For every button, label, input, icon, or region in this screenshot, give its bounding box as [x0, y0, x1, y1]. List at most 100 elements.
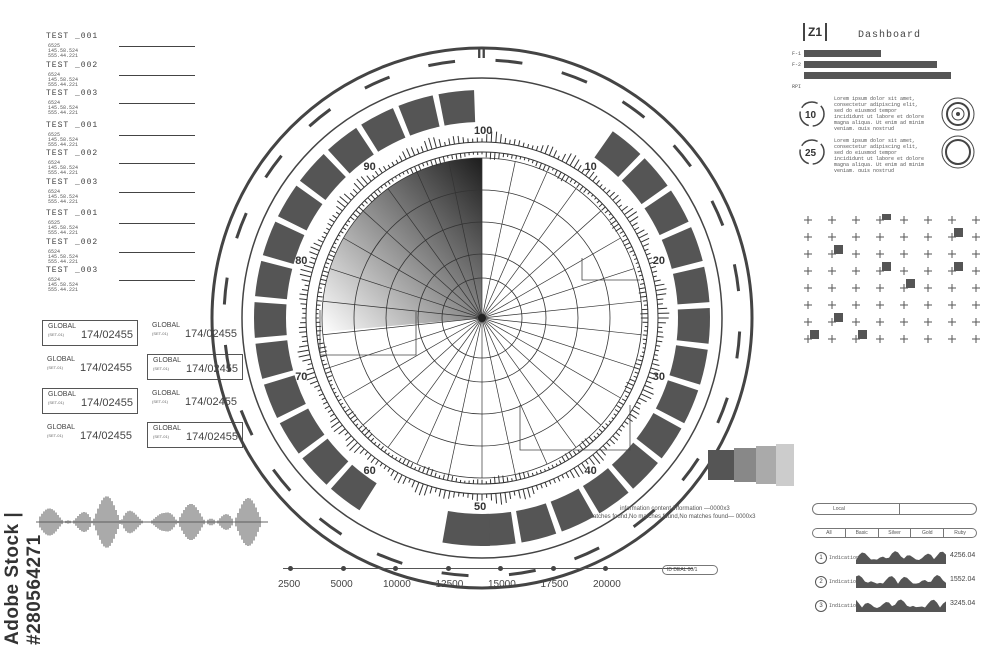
dial-2 [941, 135, 975, 169]
id-deal-label: ID DEAL 00/1 [667, 567, 698, 573]
global-sub: (SET-01) [47, 365, 64, 370]
radar-label: 90 [363, 161, 375, 173]
global-value: 174/02455 [186, 431, 238, 443]
test-number: 6524 [48, 160, 61, 166]
test-number: 6524 [48, 100, 61, 106]
test-number: 145.58.524 [48, 136, 79, 143]
test-number: 145.58.524 [48, 48, 79, 54]
metric-bar [804, 61, 937, 68]
test-label: TEST _003 [46, 266, 99, 275]
badge-10: 10 [805, 110, 817, 121]
global-box: GLOBAL (SET-01) 174/02455 [42, 354, 136, 378]
scale-tick-label: 2500 [278, 579, 301, 590]
global-name: GLOBAL [47, 424, 76, 431]
test-rule [119, 74, 195, 76]
info-text-2: matches found,No matches found,No matche… [588, 514, 756, 520]
test-number: 555.44.221 [48, 53, 79, 59]
test-number: 145.58.524 [48, 193, 79, 200]
global-value: 174/02455 [80, 430, 132, 442]
scale-tick-label: 12500 [435, 579, 464, 590]
global-value: 174/02455 [81, 329, 133, 341]
local-bar[interactable]: Local [812, 503, 977, 515]
global-sub: (SET-01) [48, 400, 65, 405]
test-number: 6525 [48, 131, 61, 138]
test-rule [119, 223, 195, 224]
test-number: 555.44.221 [48, 170, 79, 176]
scale-dot [550, 566, 556, 571]
global-value: 174/02455 [81, 397, 133, 409]
global-sub: (SET-01) [152, 399, 169, 404]
test-label: TEST _002 [46, 149, 99, 158]
id-deal-pill: ID DEAL 00/1 [662, 565, 718, 575]
global-box: GLOBAL(SET-01)174/02455 [42, 388, 138, 414]
global-sub: (SET-01) [153, 366, 170, 371]
lorem-text-2: Lorem ipsum dolor sit amet, consectetur … [834, 138, 924, 172]
test-label: TEST _001 [46, 120, 99, 130]
middle-ring [241, 77, 723, 559]
indication-sparkline [856, 575, 946, 588]
global-box: GLOBAL(SET-01)174/02455 [147, 354, 243, 380]
test-rule [119, 251, 195, 253]
tab-silver[interactable]: Silver [879, 529, 912, 537]
scale-dot [393, 566, 398, 571]
badge-25: 25 [805, 148, 817, 159]
scale-line [283, 568, 693, 569]
radar-label: 30 [653, 371, 665, 383]
outer-ring [210, 46, 754, 590]
bar-label: F-1 [792, 51, 802, 57]
scale-dot [603, 566, 608, 571]
indication-sparkline [856, 599, 946, 612]
dial-1 [941, 97, 975, 131]
global-name: GLOBAL [152, 322, 181, 329]
test-rule [119, 280, 195, 281]
zone-badge: Z1 [803, 23, 827, 41]
global-sub: (SET-01) [48, 332, 65, 337]
global-value: 174/02455 [80, 362, 132, 374]
indication-value: 3245.04 [950, 600, 976, 607]
info-text-1: information content information —0000x3 [620, 506, 730, 512]
local-label: Local [833, 506, 845, 512]
scale-dot [445, 566, 451, 571]
indication-circle: 3 [815, 600, 827, 612]
test-number: 6525 [48, 43, 61, 49]
test-number: 145.58.524 [48, 253, 79, 260]
indication-label: Indication [829, 579, 860, 585]
test-number: 145.58.524 [48, 105, 79, 111]
scale-dot [498, 566, 503, 571]
tab-all[interactable]: All [813, 529, 846, 537]
lorem-text-1: Lorem ipsum dolor sit amet, consectetur … [834, 96, 924, 130]
audio-waveform [36, 496, 268, 548]
test-rule [119, 191, 195, 193]
scale-tick-label: 5000 [330, 579, 353, 590]
test-number: 555.44.221 [48, 230, 79, 236]
tab-gold[interactable]: Gold [911, 529, 945, 537]
test-rule [119, 46, 195, 47]
scale-tick-label: 20000 [593, 579, 621, 590]
dashboard-title: Dashboard [858, 30, 922, 41]
metric-bar [804, 50, 881, 57]
indication-sparkline [856, 551, 946, 564]
indication-label: Indication [829, 603, 860, 609]
test-number: 145.58.524 [48, 225, 79, 231]
test-number: 6525 [48, 220, 61, 226]
global-name: GLOBAL [153, 425, 182, 432]
test-label: TEST _002 [46, 60, 99, 70]
radar-label: 40 [585, 465, 597, 477]
test-label: TEST _001 [46, 209, 99, 218]
test-number: 555.44.221 [48, 287, 79, 293]
test-label: TEST _003 [46, 177, 99, 187]
plus-grid [804, 214, 980, 343]
tab-basic[interactable]: Basic [846, 529, 879, 537]
global-sub: (SET-01) [47, 433, 64, 438]
test-number: 6524 [48, 277, 61, 283]
tab-ruby[interactable]: Ruby [954, 530, 966, 536]
metric-bar [804, 72, 952, 79]
test-label: TEST _001 [46, 32, 99, 41]
indication-value: 4256.04 [950, 552, 976, 559]
radar-label: 60 [363, 465, 375, 477]
indication-circle: 1 [815, 552, 827, 564]
global-name: GLOBAL [47, 356, 76, 363]
test-number: 145.58.524 [48, 282, 79, 288]
global-name: GLOBAL [48, 323, 77, 330]
radar-label: 50 [474, 501, 486, 513]
